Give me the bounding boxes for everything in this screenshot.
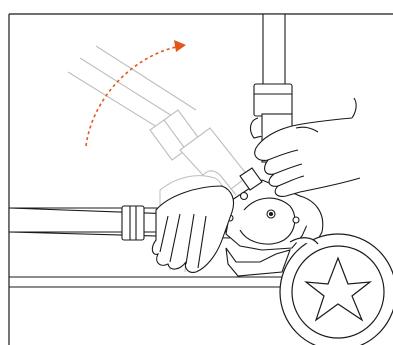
stroller-wheel	[280, 234, 393, 345]
ghost-handle-previous-position	[68, 46, 248, 196]
floor-line	[9, 277, 290, 287]
